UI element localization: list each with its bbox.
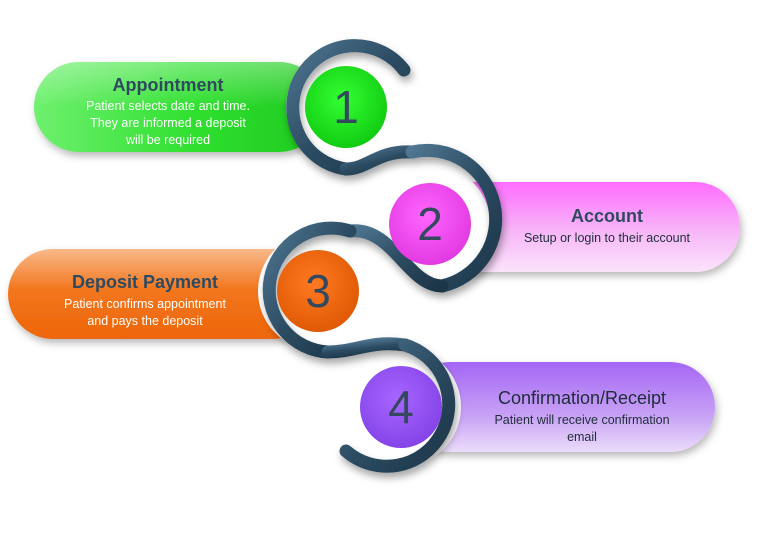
step-2-number-badge: 2 <box>389 183 471 265</box>
step-1-description-line-3: will be required <box>125 133 210 147</box>
serpentine-connector <box>262 39 503 473</box>
step-1-description-line-1: Patient selects date and time. <box>86 99 250 113</box>
step-4-description-line-2: email <box>567 430 597 444</box>
step-2-banner <box>422 182 740 272</box>
svg-text:3: 3 <box>305 265 331 317</box>
step-1-banner <box>34 62 324 152</box>
step-4-description-line-1: Patient will receive confirmation <box>494 413 669 427</box>
svg-text:4: 4 <box>388 381 414 433</box>
step-3-title: Deposit Payment <box>72 272 218 292</box>
svg-text:2: 2 <box>417 198 443 250</box>
step-1-title: Appointment <box>113 75 224 95</box>
step-2-title: Account <box>571 206 643 226</box>
step-4-title: Confirmation/Receipt <box>498 388 666 408</box>
step-1-number-badge: 1 <box>305 66 387 148</box>
svg-text:1: 1 <box>333 81 359 133</box>
step-3-banner <box>8 249 318 339</box>
step-4-banner <box>405 362 715 452</box>
step-2-description-line-1: Setup or login to their account <box>524 231 691 245</box>
step-1-description-line-2: They are informed a deposit <box>90 116 246 130</box>
step-4-number-badge: 4 <box>360 366 442 448</box>
step-3-description-line-1: Patient confirms appointment <box>64 297 226 311</box>
step-3-description-line-2: and pays the deposit <box>87 314 203 328</box>
step-3-number-badge: 3 <box>277 250 359 332</box>
